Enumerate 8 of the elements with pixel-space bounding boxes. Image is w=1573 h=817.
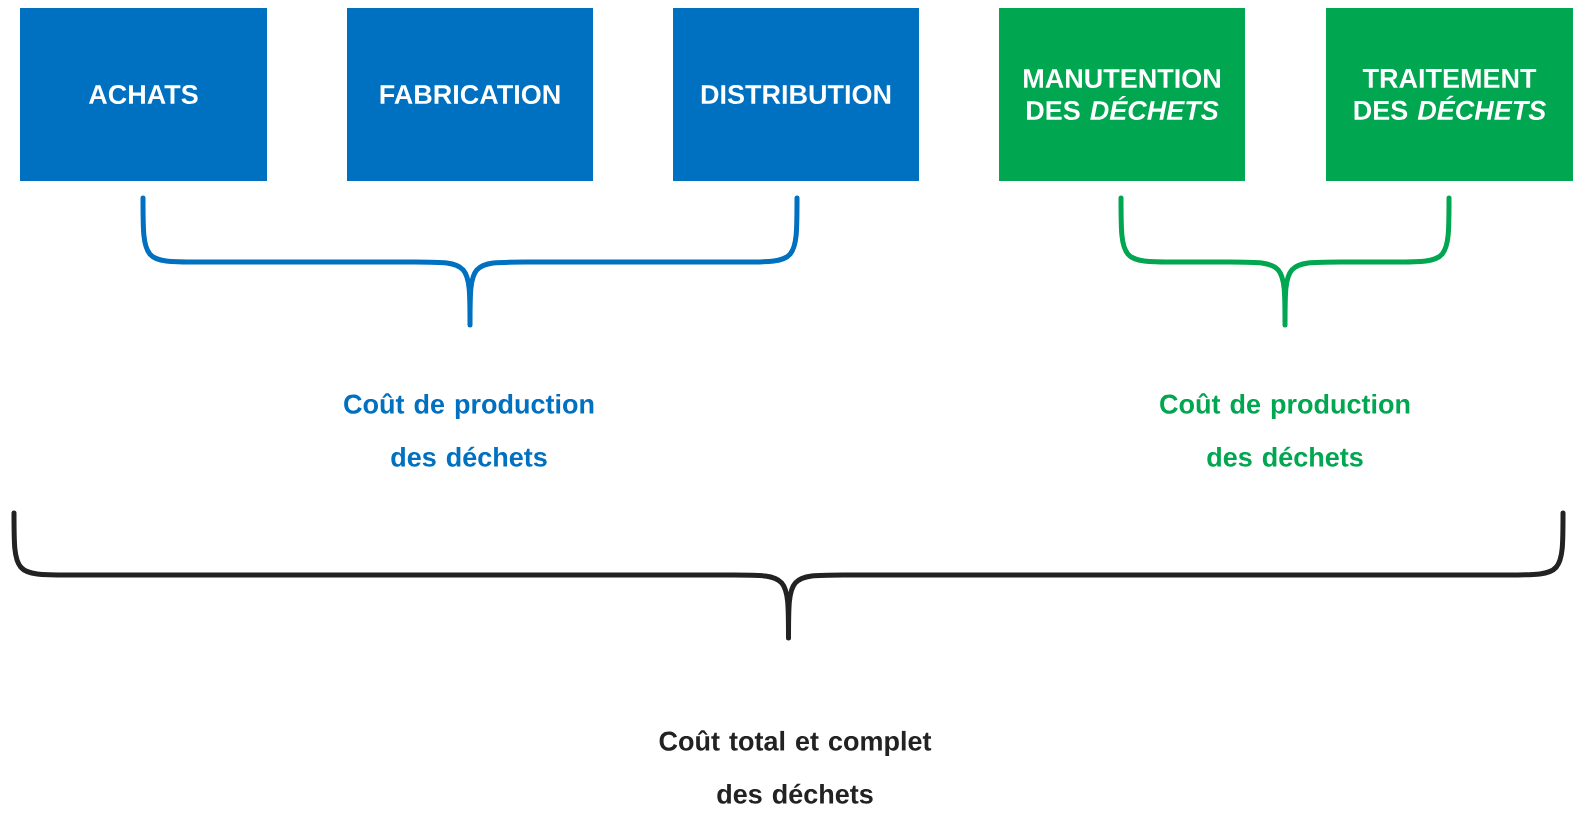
process-box: ACHATS — [20, 8, 267, 181]
cost-label: Coût total et complet des déchets — [659, 730, 932, 804]
process-box: MANUTENTION DES DÉCHETS — [999, 8, 1245, 181]
process-box: DISTRIBUTION — [673, 8, 919, 181]
cost-label: Coût de production des déchets — [344, 393, 594, 467]
process-box: FABRICATION — [347, 8, 593, 181]
process-box: TRAITEMENT DES DÉCHETS — [1326, 8, 1573, 181]
cost-label: Coût de production des déchets — [1160, 393, 1410, 467]
